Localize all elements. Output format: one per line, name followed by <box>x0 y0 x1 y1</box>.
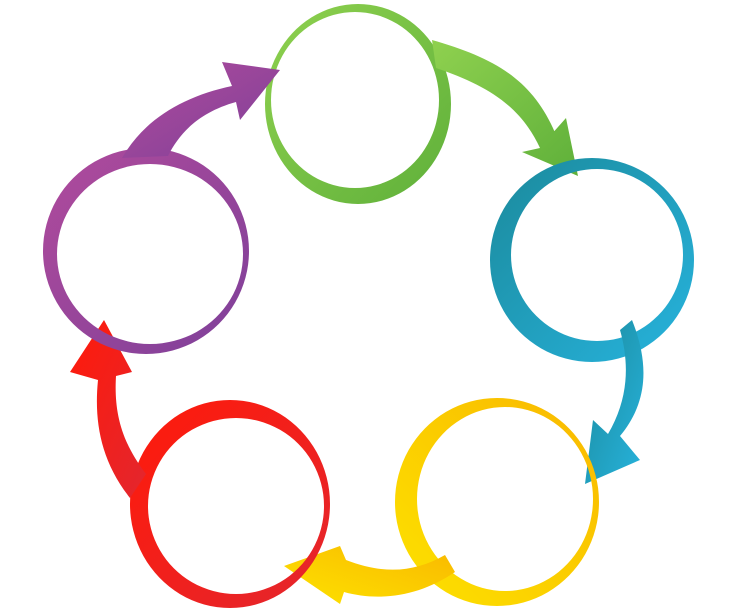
yellow-stage <box>284 398 599 607</box>
red-stage <box>70 320 330 608</box>
red-ring <box>129 400 330 608</box>
green-arrow <box>432 40 578 176</box>
green-stage <box>264 4 578 204</box>
red-arrow <box>70 320 146 498</box>
purple-stage <box>42 62 280 354</box>
green-ring <box>264 4 451 204</box>
teal-stage <box>489 158 694 484</box>
teal-ring <box>489 158 694 363</box>
purple-arrow <box>122 62 280 158</box>
purple-ring <box>42 148 249 354</box>
teal-arrow <box>585 320 644 484</box>
yellow-arrow <box>284 546 455 604</box>
